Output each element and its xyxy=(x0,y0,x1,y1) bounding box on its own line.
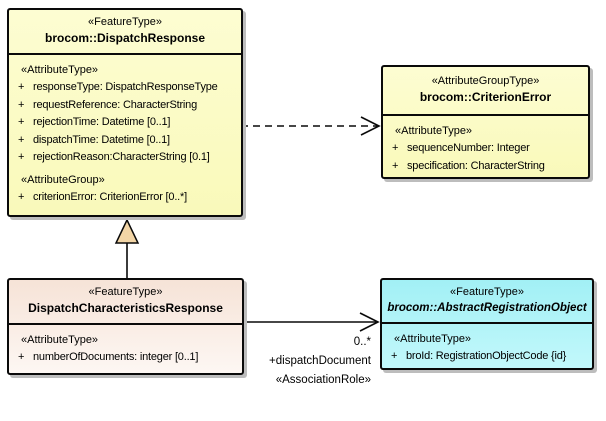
visibility-marker: + xyxy=(18,151,25,163)
class-header: «FeatureType» brocom::AbstractRegistrati… xyxy=(382,280,592,324)
class-attributes-compartment: «AttributeType» + numberOfDocuments: int… xyxy=(9,325,242,367)
attribute-text: criterionError: CriterionError [0..*] xyxy=(33,190,187,203)
visibility-marker: + xyxy=(18,133,25,146)
attribute-row: + sequenceNumber: Integer xyxy=(383,140,588,158)
section-label: «AttributeGroup» xyxy=(21,173,105,186)
section-label: «AttributeType» xyxy=(395,125,473,137)
class-name: brocom::AbstractRegistrationObject xyxy=(387,302,587,314)
class-dispatch-response[interactable]: «FeatureType» brocom::DispatchResponse «… xyxy=(7,8,243,217)
attribute-row: + rejectionTime: Datetime [0..1] xyxy=(9,114,241,132)
class-name: DispatchCharacteristicsResponse xyxy=(28,301,223,315)
attribute-text: sequenceNumber: Integer xyxy=(407,142,530,154)
class-stereotype: «FeatureType» xyxy=(88,16,162,28)
visibility-marker: + xyxy=(392,159,399,172)
attribute-text: requestReference: CharacterString xyxy=(33,98,197,111)
association-open-arrowhead xyxy=(359,312,380,332)
class-attributes-compartment: «AttributeType» + responseType: Dispatch… xyxy=(9,55,241,206)
attribute-text: specification: CharacterString xyxy=(407,159,545,172)
generalization-connector xyxy=(114,218,140,279)
visibility-marker: + xyxy=(18,116,25,128)
association-end-labels: 0..* +dispatchDocument «AssociationRole» xyxy=(243,333,371,390)
class-stereotype: «FeatureType» xyxy=(88,286,163,298)
attribute-row: + criterionError: CriterionError [0..*] xyxy=(9,189,241,207)
class-stereotype: «AttributeGroupType» xyxy=(431,75,540,87)
class-criterion-error[interactable]: «AttributeGroupType» brocom::CriterionEr… xyxy=(381,65,590,179)
attribute-row: + numberOfDocuments: integer [0..1] xyxy=(9,349,242,367)
visibility-marker: + xyxy=(18,351,25,363)
class-abstract-registration-object[interactable]: «FeatureType» brocom::AbstractRegistrati… xyxy=(380,278,594,370)
attribute-text: dispatchTime: Datetime [0..1] xyxy=(33,133,170,146)
class-attributes-compartment: «AttributeType» + sequenceNumber: Intege… xyxy=(383,116,588,175)
class-attributes-compartment: «AttributeType» + broId: RegistrationObj… xyxy=(382,324,592,366)
section-label: «AttributeType» xyxy=(394,333,472,345)
class-stereotype: «FeatureType» xyxy=(450,286,524,298)
association-multiplicity: 0..* xyxy=(353,336,371,348)
attribute-row: + requestReference: CharacterString xyxy=(9,97,241,115)
attribute-text: rejectionReason:CharacterString [0.1] xyxy=(33,151,210,163)
attribute-text: rejectionTime: Datetime [0..1] xyxy=(33,116,171,128)
attribute-row: + broId: RegistrationObjectCode {id} xyxy=(382,348,592,366)
attribute-row: + rejectionReason:CharacterString [0.1] xyxy=(9,149,241,167)
class-dispatch-characteristics-response[interactable]: «FeatureType» DispatchCharacteristicsRes… xyxy=(7,278,244,375)
section-label: «AttributeType» xyxy=(21,334,99,346)
visibility-marker: + xyxy=(18,190,25,203)
class-name: brocom::DispatchResponse xyxy=(44,31,206,45)
class-header: «FeatureType» brocom::DispatchResponse xyxy=(9,10,241,55)
association-connector xyxy=(243,312,380,332)
visibility-marker: + xyxy=(18,98,25,111)
attribute-text: responseType: DispatchResponseType xyxy=(33,81,218,93)
attribute-text: broId: RegistrationObjectCode {id} xyxy=(406,350,567,362)
dependency-open-arrowhead xyxy=(360,116,381,136)
section-label: «AttributeType» xyxy=(21,64,99,76)
class-header: «FeatureType» DispatchCharacteristicsRes… xyxy=(9,280,242,325)
attribute-row: + responseType: DispatchResponseType xyxy=(9,79,241,97)
visibility-marker: + xyxy=(392,142,399,154)
visibility-marker: + xyxy=(18,81,25,93)
class-name: brocom::CriterionError xyxy=(419,90,552,104)
dependency-connector xyxy=(241,116,381,136)
generalization-triangle-arrowhead xyxy=(114,218,140,244)
association-role-name: +dispatchDocument xyxy=(269,355,371,367)
visibility-marker: + xyxy=(391,350,398,362)
association-stereotype: «AssociationRole» xyxy=(275,374,371,386)
attribute-row: + specification: CharacterString xyxy=(383,158,588,176)
attribute-text: numberOfDocuments: integer [0..1] xyxy=(33,351,199,363)
class-header: «AttributeGroupType» brocom::CriterionEr… xyxy=(383,67,588,116)
attribute-row: + dispatchTime: Datetime [0..1] xyxy=(9,132,241,150)
